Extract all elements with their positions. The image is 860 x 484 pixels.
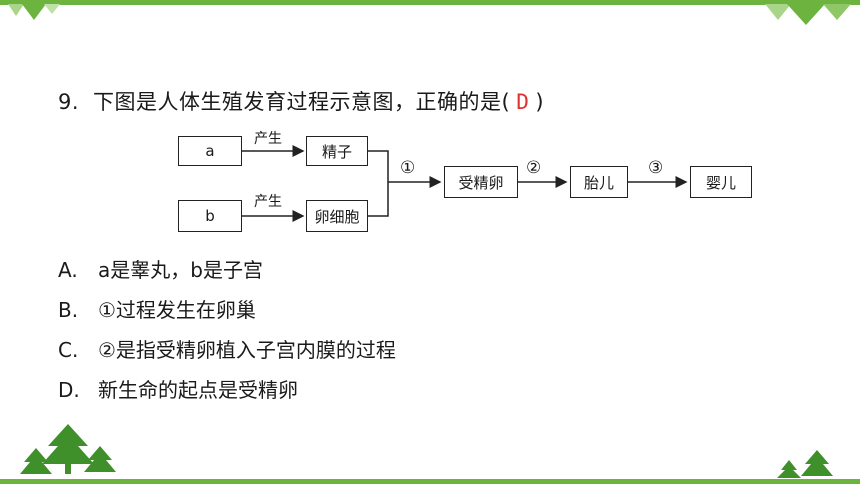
option-d: D. 新生命的起点是受精卵: [58, 375, 396, 415]
diagram-arrows: [242, 145, 688, 222]
question-text: 下图是人体生殖发育过程示意图，正确的是(: [93, 90, 511, 114]
box-b-label: b: [205, 207, 215, 225]
step-2-label: ②: [526, 158, 542, 178]
bottom-right-trees: [777, 450, 833, 478]
box-egg-label: 卵细胞: [314, 207, 360, 226]
answer-letter: D: [516, 90, 530, 114]
box-sperm: 精子: [306, 136, 368, 166]
option-a-text: a是睾丸，b是子宫: [98, 258, 263, 282]
option-b-text: ①过程发生在卵巢: [98, 298, 256, 322]
option-b: B. ①过程发生在卵巢: [58, 295, 396, 335]
box-egg: 卵细胞: [306, 200, 368, 232]
option-c-text: ②是指受精卵植入子宫内膜的过程: [98, 338, 396, 362]
box-fetus: 胎儿: [570, 166, 628, 198]
top-right-triangles: [765, 4, 851, 25]
step-3-label: ③: [648, 158, 664, 178]
option-b-key: B.: [58, 298, 79, 322]
box-b: b: [178, 200, 242, 232]
step-1-label: ①: [400, 158, 416, 178]
top-border: [0, 0, 860, 5]
arrow-label-produce-1: 产生: [254, 131, 282, 147]
option-d-key: D.: [58, 378, 80, 402]
question-text-close: ): [535, 90, 545, 114]
box-a: a: [178, 136, 242, 166]
question-stem: 9. 下图是人体生殖发育过程示意图，正确的是(D): [58, 86, 544, 116]
box-baby: 婴儿: [690, 166, 752, 198]
box-a-label: a: [205, 142, 215, 160]
option-d-text: 新生命的起点是受精卵: [98, 378, 298, 402]
arrow-label-produce-2: 产生: [254, 194, 282, 210]
top-left-triangles: [8, 4, 60, 20]
box-zygote-label: 受精卵: [458, 173, 504, 192]
box-fetus-label: 胎儿: [583, 173, 614, 192]
option-c: C. ②是指受精卵植入子宫内膜的过程: [58, 335, 396, 375]
option-a: A. a是睾丸，b是子宫: [58, 255, 396, 295]
bottom-border: [0, 479, 860, 484]
answer-options: A. a是睾丸，b是子宫 B. ①过程发生在卵巢 C. ②是指受精卵植入子宫内膜的过程…: [58, 255, 396, 415]
box-baby-label: 婴儿: [705, 173, 736, 192]
option-c-key: C.: [58, 338, 79, 362]
bottom-left-trees: [20, 424, 116, 474]
question-number: 9.: [58, 90, 80, 114]
box-sperm-label: 精子: [321, 142, 352, 161]
option-a-key: A.: [58, 258, 78, 282]
box-zygote: 受精卵: [444, 166, 518, 198]
